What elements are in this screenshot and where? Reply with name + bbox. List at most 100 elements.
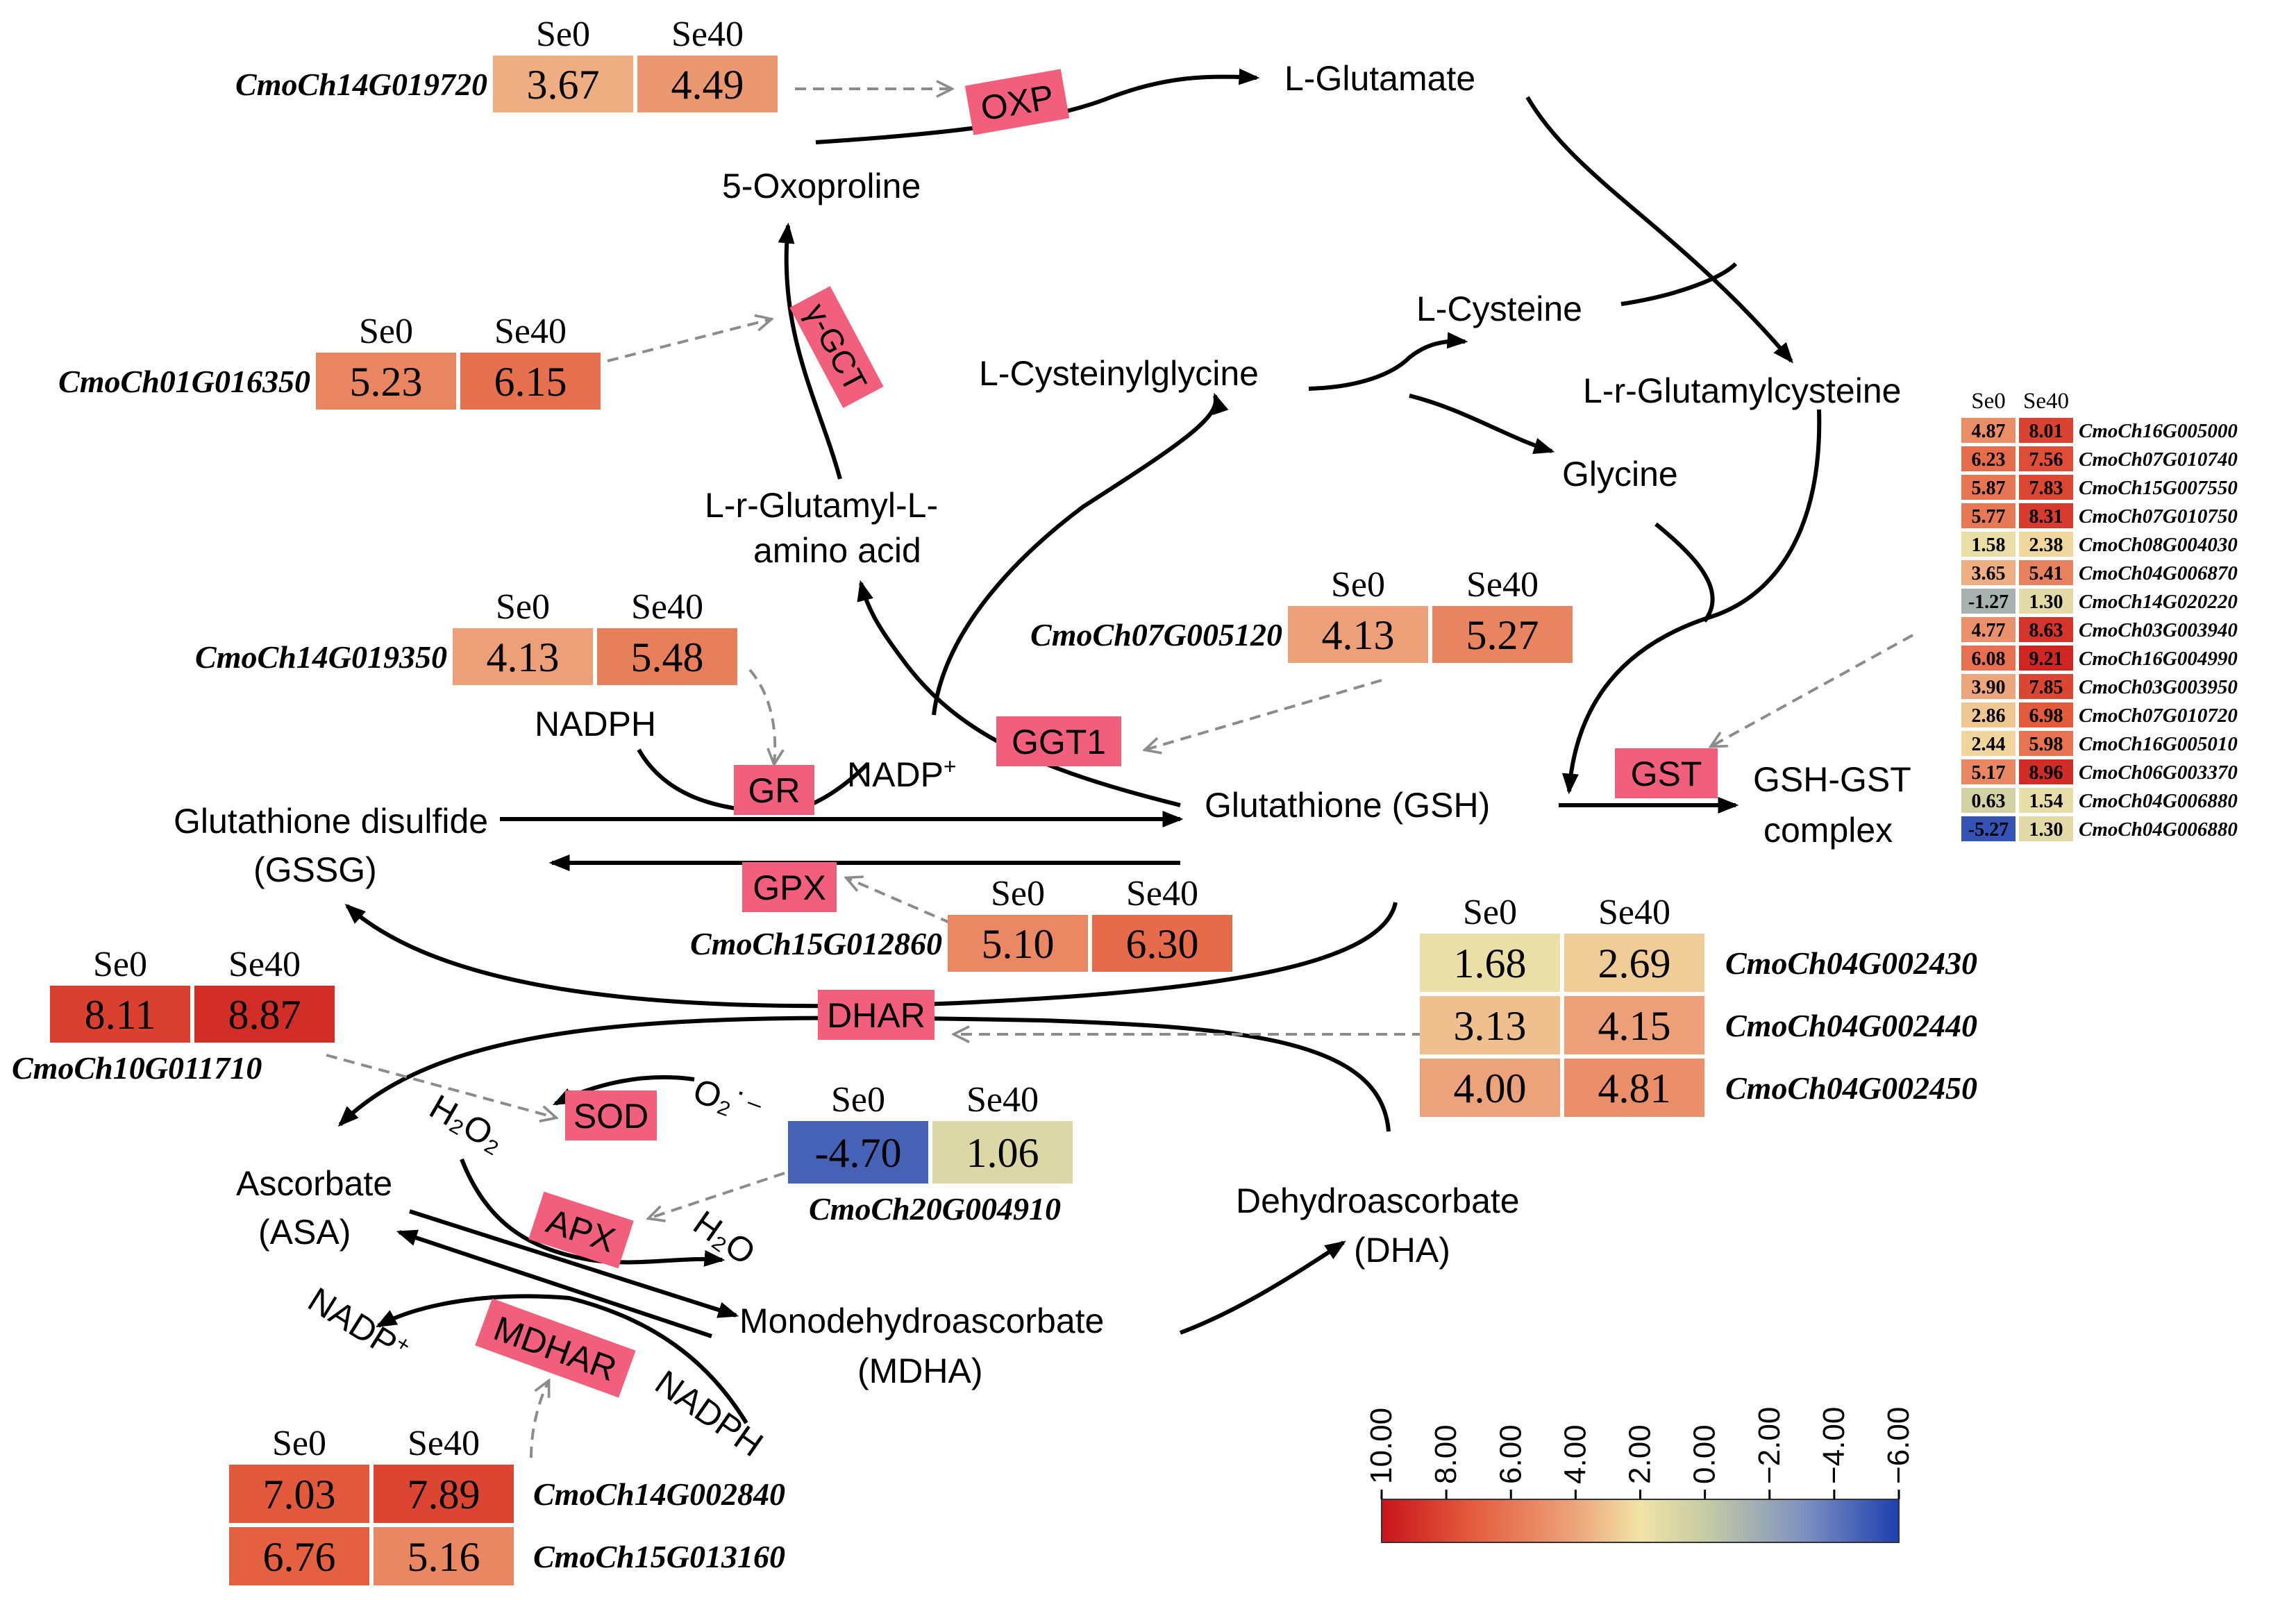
metabolite-o2-radical: O₂˙⁻ [688, 1071, 767, 1131]
heatmap-value-se40: 5.48 [631, 634, 704, 680]
heatmap-col-label-se0: Se0 [496, 587, 550, 627]
heatmap-value-se0: 6.76 [263, 1534, 336, 1580]
heatmap-cell-se0 [1961, 759, 2016, 784]
heatmap-col-label-se0: Se0 [991, 874, 1045, 913]
heatmap-cell-se40 [2019, 674, 2073, 699]
arrow-gsh-to-cysteinylglycine [932, 392, 1229, 716]
dashed-sod [326, 1054, 555, 1118]
scale-tick-label: −2.00 [1752, 1407, 1786, 1484]
arrow-dhar-dha-to-asa [337, 1016, 1391, 1132]
metabolite-l-r-glutamylcysteine: L-r-Glutamylcysteine [1583, 371, 1901, 410]
heatmap-col-label-se40: Se40 [228, 945, 301, 984]
metabolite-glutamyl-amino-acid-line2: amino acid [753, 531, 921, 570]
heatmap-value-se0: 4.13 [1322, 612, 1395, 658]
heatmap-gene-label: CmoCh16G004990 [2079, 648, 2238, 670]
scale-tick-label: 2.00 [1623, 1424, 1657, 1484]
enzyme-sod: SOD [565, 1090, 657, 1140]
heatmap-cell-se0 [788, 1121, 928, 1184]
dashed-gst [1711, 634, 1913, 746]
heatmap-cell-se40 [1564, 996, 1704, 1054]
heatmap-col-label-se40: Se40 [1126, 874, 1198, 913]
metabolite-h2o: H₂O [687, 1203, 762, 1272]
heatmap-cell-se40 [1564, 934, 1704, 992]
arrow-glycine-to-gsh [1654, 522, 1715, 623]
heatmap-gene-label: CmoCh03G003940 [2079, 619, 2238, 641]
heatmap-cell-se0 [493, 56, 633, 112]
heatmap-col-label-se0: Se0 [831, 1080, 885, 1120]
arrow-mdha-to-dha [1179, 1240, 1346, 1335]
heatmap-gene-label: CmoCh16G005010 [2079, 733, 2238, 755]
cofactor-nadph-mdhar: NADPH [648, 1363, 770, 1464]
enzyme-gpx-label: GPX [753, 868, 826, 907]
heatmap-value-se40: 8.87 [228, 992, 301, 1038]
heatmap-cell-se40 [2019, 503, 2073, 528]
heatmap-value-se40: 1.54 [2029, 791, 2063, 812]
heatmap-cell-se40 [2019, 759, 2073, 784]
heatmap-value-se0: 0.63 [1972, 791, 2006, 812]
arrow-mdhar-nadph-to-nadp [376, 1294, 748, 1424]
heatmap-gene-label: CmoCh07G010750 [2079, 505, 2238, 528]
scale-tick-label: −6.00 [1882, 1407, 1916, 1484]
arrow-cysteine-to-glutamylcysteine [1620, 262, 1738, 306]
heatmap-value-se0: 5.17 [1972, 762, 2006, 784]
heatmap-value-se40: 5.27 [1466, 612, 1539, 658]
heatmap-value-se0: 5.23 [350, 359, 423, 405]
dashed-gr [748, 668, 775, 764]
metabolite-gssg-line1: Glutathione disulfide [174, 802, 488, 841]
heatmap-gene-label: CmoCh06G003370 [2079, 761, 2238, 784]
heatmap-col-label-se40: Se40 [966, 1080, 1039, 1120]
heatmap-value-se0: 3.13 [1454, 1003, 1527, 1049]
heatmap-value-se0: 2.44 [1972, 734, 2006, 755]
arrow-cysteinylglycine-to-glycine [1409, 394, 1555, 454]
metabolite-mdha-line2: (MDHA) [857, 1351, 983, 1390]
heatmap-value-se40: 7.89 [408, 1472, 480, 1517]
heatmap-value-se0: 1.58 [1972, 534, 2006, 556]
heatmap-col-label-se0: Se0 [93, 945, 147, 984]
heatmap-value-se40: 8.96 [2029, 762, 2063, 784]
cofactor-nadp-gr: NADP+ [847, 754, 957, 794]
heatmap-value-se0: 3.65 [1972, 563, 2006, 584]
metabolite-l-cysteine: L-Cysteine [1416, 289, 1582, 328]
heatmap-value-se0: 6.23 [1972, 449, 2006, 471]
heatmap-col-label-se40: Se40 [408, 1424, 480, 1463]
scale-tick-label: −4.00 [1817, 1407, 1851, 1484]
enzyme-gst: GST [1615, 748, 1718, 798]
heatmap-cell-se40 [2019, 617, 2073, 642]
cofactor-nadph-gr: NADPH [535, 705, 656, 743]
heatmap-cell-se40 [2019, 532, 2073, 557]
heatmap-cell-se40 [2019, 816, 2073, 841]
heatmap-col-label-se0: Se0 [1463, 893, 1517, 932]
heatmap-value-se40: 6.30 [1126, 921, 1199, 967]
heatmap-value-se40: 4.81 [1598, 1066, 1671, 1111]
scale-tick-label: 8.00 [1429, 1424, 1463, 1484]
heatmap-value-se0: -1.27 [1968, 591, 2009, 613]
metabolite-asa-line2: (ASA) [258, 1213, 351, 1252]
color-scale-bar [1381, 1499, 1900, 1543]
heatmap-value-se0: 7.03 [263, 1472, 336, 1517]
cofactor-nadp-mdhar: NADP+ [301, 1279, 415, 1371]
heatmap-value-se40: 1.06 [966, 1130, 1039, 1176]
heatmap-cell-se40 [2019, 731, 2073, 756]
heatmap-value-se40: 6.15 [494, 359, 567, 405]
heatmap-gene-label: CmoCh16G005000 [2079, 420, 2238, 442]
heatmap-gene-label: CmoCh14G020220 [2079, 591, 2238, 613]
dashed-mdhar [530, 1381, 548, 1458]
heatmap-cell-se0 [1961, 617, 2016, 642]
heatmap-cell-se40 [2019, 446, 2073, 471]
heatmap-cell-se40 [637, 56, 778, 112]
heatmap-value-se0: 4.77 [1972, 620, 2006, 641]
heatmap-col-label-se0: Se0 [1331, 565, 1385, 605]
heatmap-value-se40: 5.98 [2029, 734, 2063, 755]
metabolite-glycine: Glycine [1562, 455, 1678, 494]
heatmap-cell-se40 [597, 628, 737, 685]
heatmap-value-se0: 5.10 [982, 921, 1055, 967]
heatmap-gene-label: CmoCh14G002840 [533, 1476, 785, 1512]
heatmap-value-se40: 7.83 [2029, 478, 2063, 499]
